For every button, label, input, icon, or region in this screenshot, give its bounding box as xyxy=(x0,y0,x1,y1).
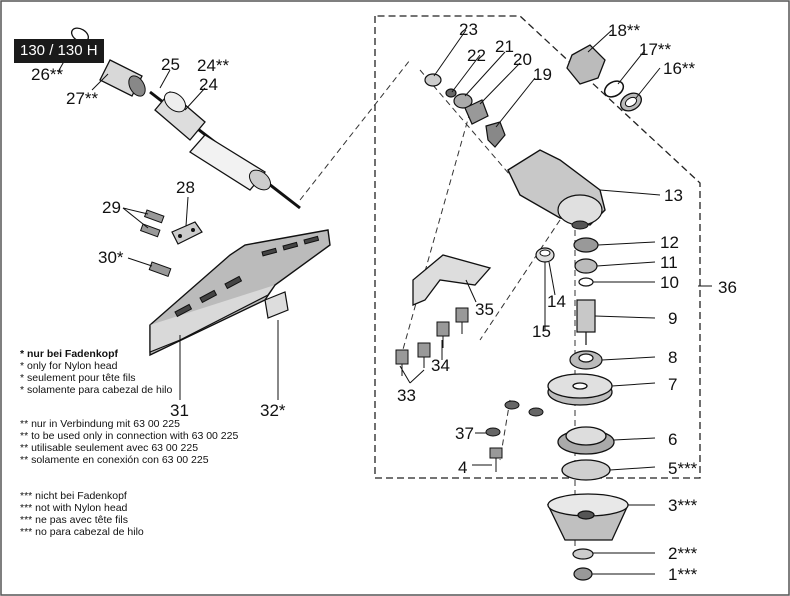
note-line: *** ne pas avec tête fils xyxy=(20,514,128,526)
callout-10: 10 xyxy=(660,273,679,292)
callout-20: 20 xyxy=(513,50,532,69)
leader-lines xyxy=(57,29,712,575)
screws-part-29 xyxy=(139,209,165,238)
callout-35: 35 xyxy=(475,300,494,319)
callout-12: 12 xyxy=(660,233,679,252)
callout-26: 26** xyxy=(31,65,64,84)
spring-washers-part-37 xyxy=(485,400,544,437)
callout-29: 29 xyxy=(102,198,121,217)
note-line: * seulement pour tête fils xyxy=(20,372,136,384)
callout-3: 3*** xyxy=(668,496,698,515)
disk-part-5 xyxy=(561,459,611,481)
callout-15: 15 xyxy=(532,322,551,341)
callout-1: 1*** xyxy=(668,565,698,584)
callout-17: 17** xyxy=(639,40,672,59)
callout-22: 22 xyxy=(467,46,486,65)
note-line: * only for Nylon head xyxy=(20,360,118,372)
callout-27: 27** xyxy=(66,89,99,108)
gearbox-part-13 xyxy=(507,149,606,230)
note-line: ** utilisable seulement avec 63 00 225 xyxy=(20,442,199,454)
callout-21: 21 xyxy=(495,37,514,56)
sleeve-part-27 xyxy=(99,59,146,97)
callout-6: 6 xyxy=(668,430,677,449)
callout-9: 9 xyxy=(668,309,677,328)
note-line: ** nur in Verbindung mit 63 00 225 xyxy=(20,418,180,430)
screw-part-15 xyxy=(535,247,555,263)
notes-single-star: * nur bei Fadenkopf * only for Nylon hea… xyxy=(20,348,172,396)
small-parts-19-23 xyxy=(424,73,506,148)
callout-13: 13 xyxy=(664,186,683,205)
plate-part-32 xyxy=(264,291,289,319)
o-ring-part-17 xyxy=(603,80,625,98)
assembly-axis-lines xyxy=(299,59,576,560)
callout-24-star: 24** xyxy=(197,56,230,75)
shaft-stack-parts-9-12 xyxy=(573,237,599,345)
callout-33: 33 xyxy=(397,386,416,405)
notes-double-star: ** nur in Verbindung mit 63 00 225 ** to… xyxy=(20,418,238,466)
callout-4: 4 xyxy=(458,458,467,477)
assembly-frame-36 xyxy=(374,15,701,479)
callout-36: 36 xyxy=(718,278,737,297)
callout-7: 7 xyxy=(668,375,677,394)
screws-part-33-34 xyxy=(395,307,469,376)
note-line: *** nicht bei Fadenkopf xyxy=(20,490,127,502)
nut-part-1 xyxy=(573,567,593,581)
coupling-part-18 xyxy=(566,44,606,85)
note-line: * solamente para cabezal de hilo xyxy=(20,384,173,396)
callout-37: 37 xyxy=(455,424,474,443)
callout-16: 16** xyxy=(663,59,696,78)
callout-32: 32* xyxy=(260,401,286,420)
callout-31: 31 xyxy=(170,401,189,420)
note-line: ** solamente en conexión con 63 00 225 xyxy=(20,454,209,466)
thrust-plate-part-7 xyxy=(547,373,613,406)
callout-24: 24 xyxy=(199,75,218,94)
model-tag: 130 / 130 H xyxy=(14,39,104,63)
callout-8: 8 xyxy=(668,348,677,367)
callout-labels: 1*** 2*** 3*** 4 5*** 6 7 8 9 10 11 12 1… xyxy=(31,20,737,584)
bracket-part-28 xyxy=(171,221,203,245)
note-line: *** no para cabezal de hilo xyxy=(20,526,144,538)
notes-triple-star: *** nicht bei Fadenkopf *** not with Nyl… xyxy=(20,490,144,538)
callout-11: 11 xyxy=(660,253,678,272)
drive-shaft-assembly xyxy=(149,90,301,210)
callout-2: 2*** xyxy=(668,544,698,563)
callout-14: 14 xyxy=(547,292,566,311)
thrust-washer-part-8 xyxy=(569,350,603,370)
screw-part-4 xyxy=(489,447,503,472)
cup-part-3 xyxy=(546,493,630,541)
callout-23: 23 xyxy=(459,20,478,39)
note-line: * nur bei Fadenkopf xyxy=(20,348,119,360)
callout-25: 25 xyxy=(161,55,180,74)
note-line: *** not with Nylon head xyxy=(20,502,128,514)
callout-18: 18** xyxy=(608,21,641,40)
callout-19: 19 xyxy=(533,65,552,84)
deflector-guard-part-31 xyxy=(149,229,331,357)
callout-28: 28 xyxy=(176,178,195,197)
callout-34: 34 xyxy=(431,356,450,375)
callout-5: 5*** xyxy=(668,459,698,478)
washer-part-2 xyxy=(572,548,594,560)
callout-30: 30* xyxy=(98,248,124,267)
blade-support-part-6 xyxy=(557,426,615,455)
screw-part-30 xyxy=(148,261,172,277)
clamp-bracket-part-35 xyxy=(412,254,492,306)
note-line: ** to be used only in connection with 63… xyxy=(20,430,239,442)
